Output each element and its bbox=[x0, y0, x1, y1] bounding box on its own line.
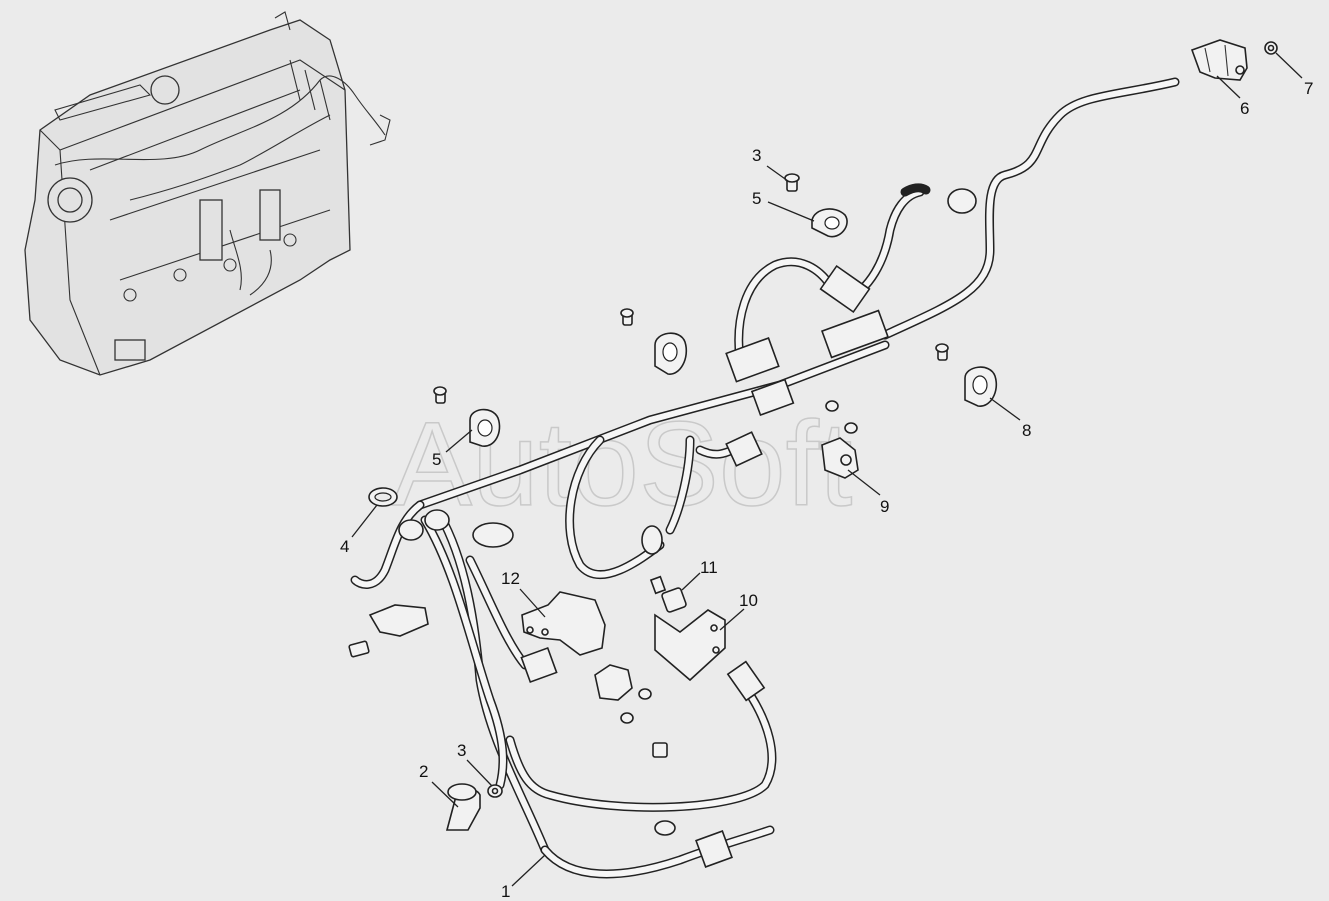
callout-2: 2 bbox=[419, 762, 428, 781]
part-12-bracket bbox=[521, 591, 606, 656]
callout-3-lower: 3 bbox=[457, 741, 466, 760]
callout-11: 11 bbox=[700, 558, 718, 577]
callout-5-upper: 5 bbox=[752, 189, 761, 208]
part-4-clip bbox=[368, 487, 398, 507]
part-7-nut bbox=[1264, 41, 1278, 55]
part-8-clamp bbox=[964, 366, 997, 407]
engine-overview bbox=[24, 11, 391, 376]
part-2-sensor bbox=[445, 783, 481, 831]
part-3-bolt-upper bbox=[784, 173, 800, 192]
callout-labels: 1 2 3 3 4 5 5 6 7 8 9 10 11 12 bbox=[340, 79, 1313, 901]
callout-3-upper: 3 bbox=[752, 146, 761, 165]
part-10-bracket bbox=[654, 609, 726, 682]
callout-8: 8 bbox=[1022, 421, 1031, 440]
callout-1: 1 bbox=[501, 882, 510, 901]
watermark-text: AutoSoft bbox=[392, 397, 852, 531]
clamp-misc bbox=[348, 183, 977, 836]
callout-12: 12 bbox=[501, 569, 520, 588]
part-11-sensor bbox=[649, 575, 687, 613]
callout-9: 9 bbox=[880, 497, 889, 516]
wiring-harness bbox=[350, 77, 1180, 879]
part-9-sensor bbox=[821, 437, 859, 479]
part-6-bracket bbox=[1190, 39, 1248, 81]
callout-4: 4 bbox=[340, 537, 349, 556]
callout-6: 6 bbox=[1240, 99, 1249, 118]
callout-10: 10 bbox=[739, 591, 758, 610]
callout-5-lower: 5 bbox=[432, 450, 441, 469]
part-5-clamp-upper bbox=[811, 208, 848, 238]
part-5-clamp-lower bbox=[469, 408, 501, 447]
part-3-bolt-lower bbox=[487, 784, 503, 798]
callout-7: 7 bbox=[1304, 79, 1313, 98]
leader-lines bbox=[351, 52, 1303, 887]
